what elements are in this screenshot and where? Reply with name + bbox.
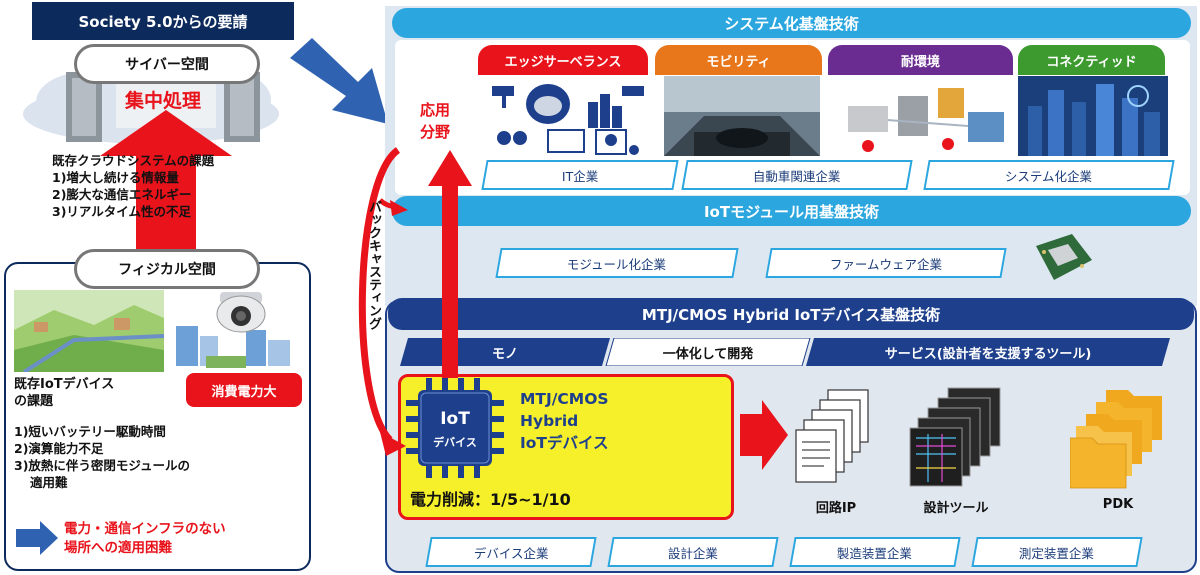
mtj-device-name: MTJ/CMOS Hybrid IoTデバイス xyxy=(520,388,609,454)
device-name-line: IoTデバイス xyxy=(520,434,609,452)
application-line: 応用 xyxy=(420,101,451,119)
flow-arrow-diagonal xyxy=(290,38,388,124)
infrastructure-issue: 電力・通信インフラのない 場所への適用困難 xyxy=(64,520,226,558)
iot-issue-item: 1)短いバッテリー駆動時間 xyxy=(14,424,166,439)
society-header: Society 5.0からの要請 xyxy=(32,2,294,40)
company-device: デバイス企業 xyxy=(425,537,597,567)
infra-line: 電力・通信インフラのない xyxy=(64,521,226,537)
cloud-issue-item: 2)膨大な通信エネルギー xyxy=(52,187,192,202)
tool-design-tool-label: 設計ツール xyxy=(923,501,989,516)
camera-city-illustration xyxy=(176,292,290,368)
circuit-ip-documents-icon xyxy=(795,389,869,483)
application-red-arrow xyxy=(428,150,472,378)
company-manufacturing-equipment: 製造装置企業 xyxy=(789,537,961,567)
infra-line: 場所への適用困難 xyxy=(64,540,172,556)
power-consumption-badge: 消費電力大 xyxy=(186,373,302,407)
cloud-issues-title: 既存クラウドシステムの課題 xyxy=(52,153,215,168)
category-mobility: モビリティ xyxy=(655,45,822,75)
mtj-tech-banner: MTJ/CMOS Hybrid IoTデバイス基盤技術 xyxy=(388,298,1194,330)
strip-service-label: サービス(設計者を支援するツール) xyxy=(884,346,1092,362)
application-line: 分野 xyxy=(420,123,451,141)
device-name-line: MTJ/CMOS xyxy=(520,390,609,408)
car-interior-photo xyxy=(664,76,820,156)
pdk-folders-icon xyxy=(1070,390,1162,489)
tool-circuit-ip-label: 回路IP xyxy=(815,501,857,516)
company-modularization: モジュール化企業 xyxy=(495,248,739,278)
factory-illustration xyxy=(838,76,1013,156)
iot-issue-item: 適用難 xyxy=(30,475,68,490)
tool-pdk-label: PDK xyxy=(1102,497,1134,512)
central-processing-label: 集中処理 xyxy=(124,89,201,112)
backcasting-curved-arrow xyxy=(358,147,408,456)
physical-space-label: フィジカル空間 xyxy=(74,249,260,289)
application-field-label: 応用 分野 xyxy=(420,99,450,143)
strip-mono-label: モノ xyxy=(491,346,518,362)
upward-red-arrow xyxy=(100,110,232,258)
surveillance-icons-illustration xyxy=(488,76,648,156)
category-environment-resistance: 耐環境 xyxy=(828,45,1013,75)
iot-module-board-icon xyxy=(1036,234,1092,280)
cloud-issue-item: 1)増大し続ける情報量 xyxy=(52,170,179,185)
company-system-integration: システム化企業 xyxy=(923,160,1175,190)
iot-issue-item: 3)放熱に伴う密閉モジュールの xyxy=(14,458,191,473)
company-automotive: 自動車関連企業 xyxy=(681,160,913,190)
power-reduction-label: 電力削減：1/5~1/10 xyxy=(410,490,571,509)
connected-city-photo xyxy=(1018,76,1168,156)
company-it: IT企業 xyxy=(481,160,679,190)
category-edge-surveillance: エッジサーベランス xyxy=(478,45,648,75)
backcasting-label: バックキャスティング xyxy=(366,200,381,330)
strip-integrated-label: 一体化して開発 xyxy=(662,346,754,362)
system-tech-banner: システム化基盤技術 xyxy=(392,8,1191,38)
right-red-arrow xyxy=(740,400,788,470)
chip-icon-text: IoT xyxy=(440,409,470,429)
rural-landscape-illustration xyxy=(14,290,164,372)
category-connected: コネクティッド xyxy=(1018,45,1165,75)
cloud-issues: 既存クラウドシステムの課題 1)増大し続ける情報量 2)膨大な通信エネルギー 3… xyxy=(52,152,214,220)
iot-issues-list: 1)短いバッテリー駆動時間 2)演算能力不足 3)放熱に伴う密閉モジュールの 適… xyxy=(14,423,190,491)
cyber-space-label: サイバー空間 xyxy=(74,44,260,84)
chip-icon-subtext: デバイス xyxy=(433,435,477,449)
device-name-line: Hybrid xyxy=(520,412,579,430)
company-design: 設計企業 xyxy=(607,537,779,567)
iot-issues-title: 既存IoTデバイスの課題 xyxy=(14,377,115,409)
iot-chip-icon: IoT デバイス xyxy=(406,378,504,478)
right-arrow-icon xyxy=(16,521,58,555)
iot-issue-item: 2)演算能力不足 xyxy=(14,441,104,456)
cloud-issue-item: 3)リアルタイム性の不足 xyxy=(52,204,192,219)
design-tool-layout-icon xyxy=(909,387,1001,487)
company-measurement-equipment: 測定装置企業 xyxy=(971,537,1143,567)
iot-module-tech-banner: IoTモジュール用基盤技術 xyxy=(392,196,1191,226)
company-firmware: ファームウェア企業 xyxy=(765,248,1007,278)
